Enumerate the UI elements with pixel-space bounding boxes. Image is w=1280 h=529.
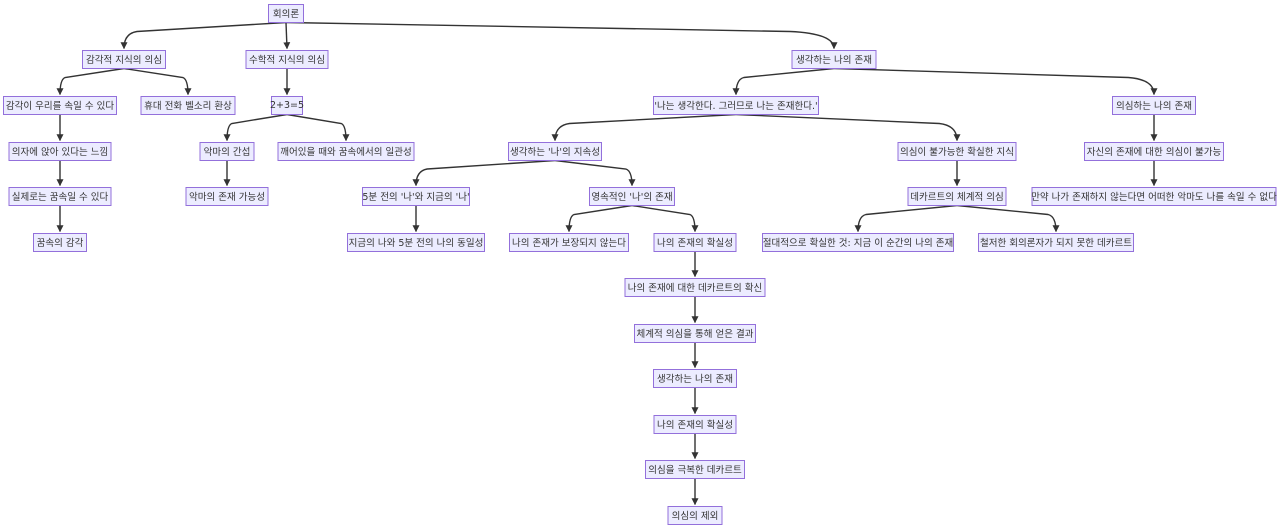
diagram-node: 감각적 지식의 의심 [82,49,166,69]
diagram-node: 데카르트의 체계적 의심 [907,186,1007,206]
diagram-node: 의심의 제외 [667,505,723,525]
diagram-node: 악마의 간섭 [199,141,255,161]
edge-arrow [956,204,1060,233]
diagram-node: 수학적 지식의 의심 [245,49,329,69]
diagram-node: 악마의 존재 가능성 [185,186,269,206]
edge-arrow [551,113,737,142]
diagram-node: 의자에 앉아 있다는 느낌 [8,141,112,161]
diagram-node: 영속적인 '나'의 존재 [589,186,675,206]
edge-arrow [123,67,192,96]
edge-arrow [120,21,287,50]
diagram-node: 꿈속의 감각 [33,232,87,252]
edge-arrow [735,113,961,142]
diagram-node: 나의 존재에 대한 데카르트의 확신 [624,277,766,297]
diagram-node: 체계적 의심을 통해 얻은 결과 [634,323,756,343]
diagram-node: 생각하는 '나'의 지속성 [508,141,602,161]
edge-arrow [732,67,835,96]
diagram-node: 실제로는 꿈속일 수 있다 [8,186,112,206]
diagram-node: 절대적으로 확실한 것: 지금 이 순간의 나의 존재 [762,232,954,252]
diagram-node: 감각이 우리를 속일 수 있다 [3,95,117,115]
diagram-node: 2+3=5 [270,95,304,115]
edge-arrow [854,204,958,233]
diagram-node: 의심을 극복한 데카르트 [645,459,745,479]
edge-arrow [833,67,1158,96]
diagram-node: 지금의 나와 5분 전의 나의 동일성 [347,232,485,252]
edge-arrow [56,67,125,96]
diagram-node: 자신의 존재에 대한 의심이 불가능 [1084,141,1224,161]
edge-arrow [554,159,636,187]
diagram-node: 나의 존재의 확실성 [653,232,737,252]
diagram-node: 5분 전의 '나'와 지금의 '나' [362,186,470,206]
edge-arrow [631,204,699,233]
diagram-node: 의심하는 나의 존재 [1112,95,1196,115]
diagram-node: 생각하는 나의 존재 [653,368,737,388]
diagram-node: 철저한 회의론자가 되지 못한 데카르트 [978,232,1134,252]
diagram-node: 나의 존재가 보장되지 않는다 [509,232,629,252]
diagram-node: '나는 생각한다. 그러므로 나는 존재한다.' [653,95,819,115]
diagram-node: 휴대 전화 벨소리 환상 [140,95,236,115]
diagram-node: 의심이 불가능한 확실한 지식 [897,141,1017,161]
diagram-node: 깨어있을 때와 꿈속에서의 일관성 [277,141,415,161]
edge-arrow [285,21,838,50]
edge-arrow [412,159,556,187]
diagram-node: 만약 나가 존재하지 않는다면 어떠한 악마도 나를 속일 수 없다 [1031,186,1277,206]
diagram-node: 생각하는 나의 존재 [791,49,877,69]
edge-arrow [565,204,633,233]
edge-arrow [286,113,350,142]
diagram-node: 회의론 [268,3,304,23]
edge-arrow [223,113,288,142]
diagram-node: 나의 존재의 확실성 [653,414,737,434]
edge-arrow [283,22,291,50]
